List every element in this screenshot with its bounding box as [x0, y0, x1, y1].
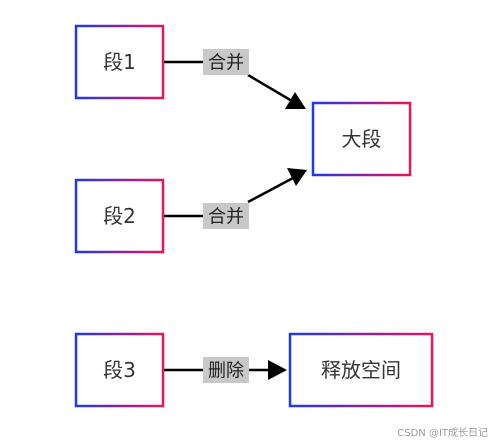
arrowhead	[287, 168, 307, 186]
node-seg1: 段1	[74, 24, 165, 100]
watermark: CSDN @IT成长日记	[397, 427, 488, 439]
node-label: 段3	[103, 358, 136, 382]
edge-label-text: 合并	[208, 53, 244, 74]
node-label: 段1	[103, 50, 136, 74]
edge-label-text: 合并	[208, 207, 244, 228]
node-seg3: 段3	[74, 332, 165, 408]
edge-label-merge-2: 合并	[203, 203, 249, 229]
node-label: 段2	[103, 204, 136, 228]
edge-label-merge-1: 合并	[203, 49, 249, 75]
node-label: 大段	[342, 127, 382, 151]
edge-label-text: 删除	[208, 361, 244, 382]
arrowhead	[268, 360, 287, 380]
arrowhead	[285, 92, 306, 109]
node-free-space: 释放空间	[288, 332, 434, 408]
node-big-segment: 大段	[311, 101, 412, 177]
node-label: 释放空间	[321, 358, 401, 382]
edge-label-delete: 删除	[203, 357, 249, 383]
node-seg2: 段2	[74, 178, 165, 254]
